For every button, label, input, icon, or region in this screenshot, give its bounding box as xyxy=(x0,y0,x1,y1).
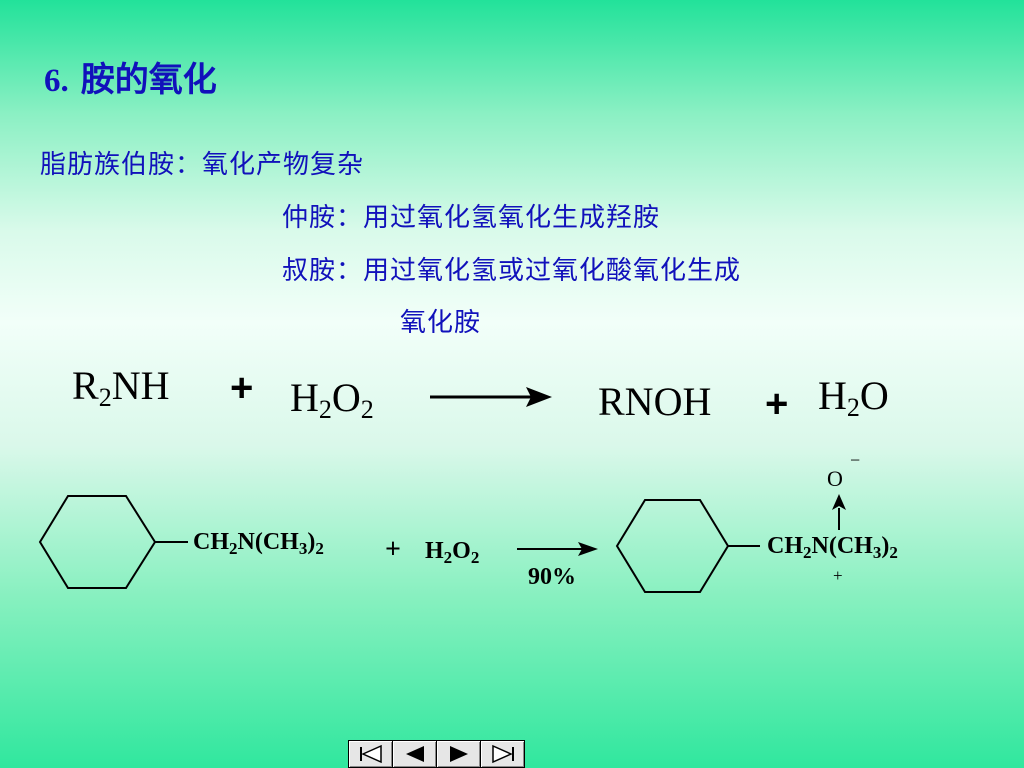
cyclohexane-left xyxy=(38,495,188,589)
reactant-benzyldimethylamine-substituent: CH2N(CH3)2 xyxy=(193,529,324,558)
oxygen-negative-charge: − xyxy=(850,450,861,470)
cyclohexane-right xyxy=(615,499,760,593)
next-icon xyxy=(449,746,468,762)
nitrogen-positive-charge: + xyxy=(833,566,843,585)
line-primary-amine: 脂肪族伯胺：氧化产物复杂 xyxy=(40,150,365,180)
slide-title: 6. 胺的氧化 xyxy=(44,52,217,101)
previous-icon xyxy=(405,746,424,762)
yield-label: 90% xyxy=(528,564,576,590)
last-slide-button[interactable] xyxy=(481,741,524,767)
reaction-arrow-2 xyxy=(517,542,598,556)
product-amine-oxide-substituent: CH2N(CH3)2 xyxy=(767,533,898,562)
title-text: 胺的氧化 xyxy=(80,60,217,100)
plus-sign-2: + xyxy=(765,382,789,426)
line-secondary-amine: 仲胺：用过氧化氢氧化生成羟胺 xyxy=(282,203,661,233)
first-slide-button[interactable] xyxy=(349,741,392,767)
reagent-h2o2: H2O2 xyxy=(290,375,374,424)
title-number: 6. xyxy=(44,63,69,99)
last-icon xyxy=(491,744,514,764)
previous-slide-button[interactable] xyxy=(393,741,436,767)
line-tertiary-amine: 叔胺：用过氧化氢或过氧化酸氧化生成 xyxy=(282,256,742,286)
n-o-bond-arrow xyxy=(832,494,846,530)
product-rnoh: RNOH xyxy=(598,379,712,424)
line-amine-oxide: 氧化胺 xyxy=(400,308,482,338)
first-icon xyxy=(359,744,382,764)
slide-navigation xyxy=(348,740,525,768)
plus-sign-3: + xyxy=(385,534,401,565)
product-h2o: H2O xyxy=(818,373,889,422)
plus-sign-1: + xyxy=(230,366,254,410)
reactant-r2nh: R2NH xyxy=(72,363,170,412)
reagent-h2o2-2: H2O2 xyxy=(425,538,480,567)
oxide-oxygen: O xyxy=(827,466,843,491)
next-slide-button[interactable] xyxy=(437,741,480,767)
reaction-arrow-1 xyxy=(430,387,552,407)
